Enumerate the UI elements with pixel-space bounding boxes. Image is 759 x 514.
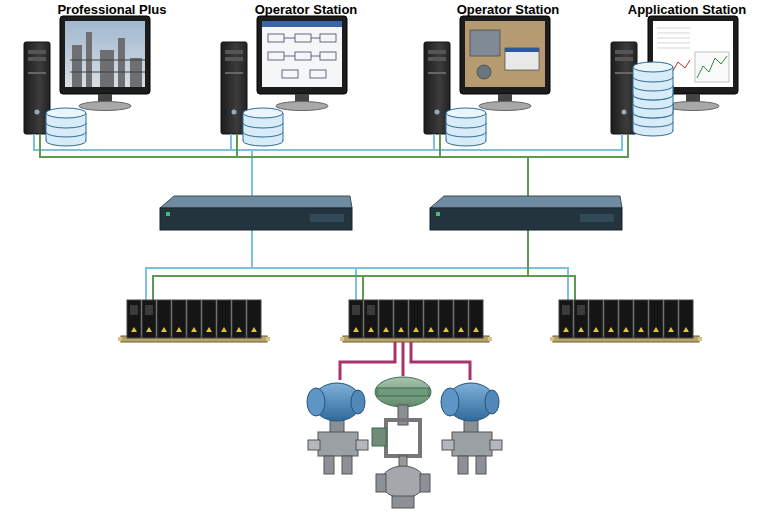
station-node: Operator Station	[236, 0, 376, 140]
station-label: Operator Station	[457, 2, 560, 17]
station-label: Professional Plus	[57, 2, 166, 17]
station-label: Application Station	[628, 2, 746, 17]
station-node: Operator Station	[438, 0, 578, 140]
station-node: Professional Plus	[37, 0, 187, 140]
station-node: Application Station	[619, 0, 755, 140]
station-label: Operator Station	[255, 2, 358, 17]
